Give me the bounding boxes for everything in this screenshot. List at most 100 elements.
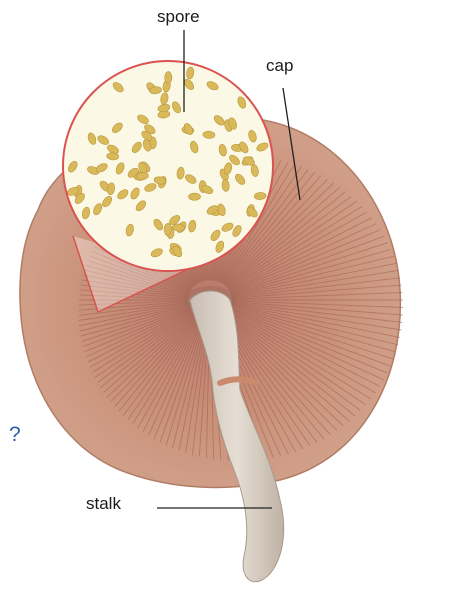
mushroom-stalk [189,290,285,583]
spore [93,203,103,216]
gill-line [231,301,404,316]
spore [221,179,230,192]
gill-line [229,307,388,374]
spore [169,215,181,225]
gill-line [172,319,206,449]
gill-line [230,249,391,295]
spore [243,156,255,166]
spore [102,196,113,208]
gill-line [89,255,190,294]
stalk-label: stalk [86,494,121,513]
spore [190,140,199,154]
gill-line [142,317,202,433]
gill-line [231,277,401,298]
gill-line [229,308,384,381]
gill-line [231,302,402,331]
gill-line [231,304,399,346]
gill-line [78,300,189,306]
gill-line [228,206,363,290]
gill-line [228,309,376,394]
gill-line [225,313,350,422]
cap-leader-line [282,87,301,201]
gill-line [81,279,189,298]
spore [171,101,182,114]
gill-line [80,305,190,337]
gill-line [84,269,189,296]
spore [237,96,247,109]
spore [112,82,124,93]
gill-line [106,313,195,398]
spore [137,114,149,124]
gill-line [229,229,381,293]
spore-cluster [66,66,269,258]
spore [183,123,193,135]
spore [163,223,172,236]
gill-line [80,284,189,298]
gill-line [229,217,372,291]
gill-line [221,166,302,284]
magnifier-outline [62,60,274,272]
gill-line [153,318,203,440]
spore [239,141,249,154]
gill-line [222,169,309,284]
spore-label: spore [157,7,200,26]
spore [117,189,129,200]
spore [81,206,91,220]
spore [87,132,97,145]
spore [144,183,157,192]
gill-line [229,309,381,387]
gill-line [89,309,192,368]
spore [183,79,195,90]
spore [164,71,173,84]
gill-line [91,310,192,373]
spore [215,240,225,253]
cap-label: cap [266,56,294,75]
gill-line [227,200,358,289]
spore [136,172,149,181]
gill-line [231,270,399,298]
gill-line [83,274,189,297]
gill-line [165,318,205,446]
spore [172,223,185,232]
gill-line [225,186,341,287]
gill-line [228,310,372,400]
spore [144,124,156,135]
gill-line [226,191,346,288]
gill-line [226,312,356,417]
gill-line [137,317,201,429]
spore [247,207,258,218]
spore [202,130,216,139]
gill-line [94,311,193,378]
gill-line [230,306,391,367]
gill-line [85,308,191,358]
gill-line [231,255,394,296]
gill-line [78,302,189,316]
gill-line [229,223,377,292]
spore [115,162,125,175]
gill-line [226,311,361,411]
spore [248,130,257,143]
gill-line [230,242,388,294]
gill-line [87,309,191,363]
gill-line [231,302,403,323]
gill-line [231,300,404,308]
gill-line [231,303,401,338]
gill-line [231,292,403,300]
spore [112,122,123,133]
gill-line [225,313,344,427]
spore [106,152,119,161]
spore [87,166,100,175]
gill-line [79,303,189,327]
gill-line [85,264,190,295]
gill-line [230,235,385,294]
gill-line [114,315,197,408]
spore [188,219,197,233]
gill-line [220,164,295,284]
gill-line [82,306,190,348]
spore [210,229,221,241]
gill-line [79,304,189,332]
spore [235,173,246,185]
gill-line [224,178,328,286]
spore [221,222,234,232]
gill-line [224,314,338,431]
